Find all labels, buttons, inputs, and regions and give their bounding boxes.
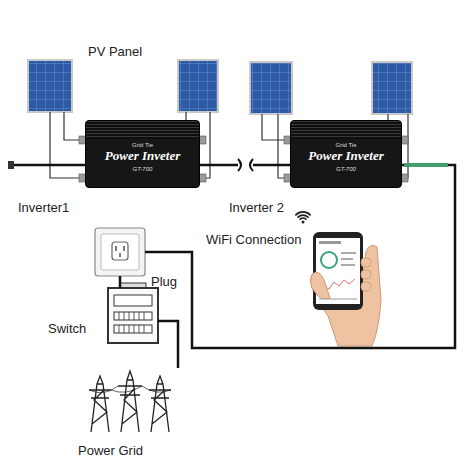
green-cable [404, 163, 448, 167]
green-cable [404, 165, 448, 166]
thumb [311, 272, 330, 299]
meter-switch [119, 312, 144, 333]
inverter-connector [401, 136, 408, 144]
smartphone [313, 232, 363, 310]
meter-switch [108, 288, 158, 343]
pv-panel [250, 62, 292, 114]
inverter-brand: Grid Tie [86, 142, 199, 149]
meter-switch [114, 295, 152, 306]
wall-outlet [112, 242, 128, 260]
inverter-name: Inverter 2 [229, 201, 284, 215]
wifi-symbol [300, 218, 306, 219]
cable-break [238, 157, 253, 173]
panel-lead [200, 112, 210, 178]
grid-label: Power Grid [78, 444, 143, 458]
thumb [361, 258, 371, 267]
wall-outlet [95, 228, 145, 276]
meter-switch [108, 283, 158, 343]
inverter-box: Grid TiePower InveterGT-700Inverter1 [85, 120, 200, 188]
pv-panel [372, 62, 412, 114]
wifi-symbol [298, 215, 308, 217]
inverter-name: Inverter1 [18, 201, 69, 215]
inverter-title: Power Inveter [291, 149, 401, 163]
wifi-label: WiFi Connection [206, 233, 301, 247]
plug-outlet: Plug [95, 228, 145, 276]
inverter-brand: Grid Tie [291, 142, 401, 149]
cable-connector [145, 165, 455, 348]
thumb [361, 270, 371, 279]
meter-switch [114, 312, 152, 320]
inverter-connector [199, 174, 206, 182]
cable-break [238, 157, 253, 173]
pv-panel [28, 60, 412, 114]
wall-outlet [116, 246, 124, 257]
thumb [361, 282, 371, 291]
pv-panel-label: PV Panel [88, 45, 142, 59]
pv-panel [28, 60, 72, 112]
meter-switch [114, 325, 152, 333]
plug-label: Plug [151, 275, 177, 289]
thumb [311, 258, 371, 299]
ac-cable [8, 161, 85, 169]
transmission-tower [118, 371, 142, 432]
transmission-tower [89, 371, 171, 432]
ac-cable [12, 164, 85, 167]
switch-meter: Switch [108, 288, 158, 343]
pv-panel [178, 60, 218, 112]
transmission-tower [89, 376, 111, 432]
panel-lead [50, 112, 85, 178]
transmission-tower [149, 376, 171, 432]
wifi-symbol [302, 221, 305, 224]
inverter-connector [199, 136, 206, 144]
wifi-symbol [296, 212, 310, 224]
inverter-connector [401, 174, 408, 182]
inverter-title: Power Inveter [86, 149, 199, 163]
switch-label: Switch [48, 322, 86, 336]
inverter-model: GT-700 [86, 166, 199, 173]
cable-connector [200, 164, 290, 167]
power-grid: Power Grid [86, 368, 180, 434]
smartphone [341, 264, 355, 266]
panel-lead [278, 114, 290, 178]
cable-break [238, 159, 253, 171]
inverter-model: GT-700 [291, 166, 401, 173]
smartphone [341, 258, 353, 260]
smartphone [319, 241, 341, 244]
cable-connector [119, 276, 122, 288]
wifi-symbol [296, 212, 310, 215]
smartphone [321, 252, 337, 268]
wall-outlet [95, 228, 145, 276]
transmission-tower [89, 386, 171, 393]
ac-cable [8, 161, 14, 169]
cable-connector [158, 321, 178, 368]
smartphone [341, 252, 356, 254]
panel-lead [402, 114, 408, 178]
inverter-box: Grid TiePower InveterGT-700Inverter 2 [290, 120, 402, 188]
wall-outlet [101, 234, 139, 270]
smartphone [313, 232, 363, 310]
